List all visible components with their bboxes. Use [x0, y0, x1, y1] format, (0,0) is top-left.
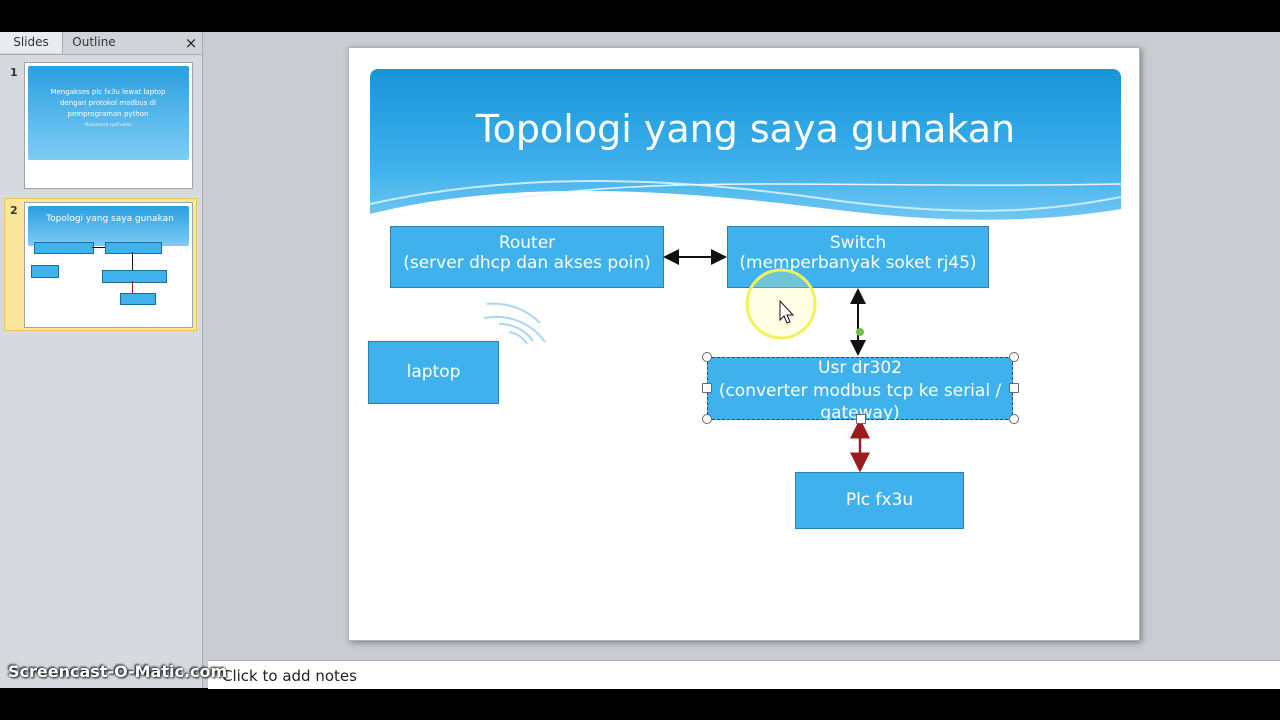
notes-pane[interactable]: Click to add notes: [208, 660, 1280, 689]
laptop-label: laptop: [406, 362, 461, 382]
mini-router-box: [34, 242, 94, 254]
thumbnail-title: Topologi yang saya gunakan: [46, 214, 174, 224]
thumbnail-header: [28, 66, 189, 160]
resize-handle[interactable]: [1009, 383, 1019, 393]
usr-dr302-box[interactable]: Usr dr302 (converter modbus tcp ke seria…: [707, 357, 1013, 423]
usr-label: Usr dr302: [818, 358, 902, 378]
router-box[interactable]: Router (server dhcp dan akses poin): [390, 226, 664, 288]
tab-outline[interactable]: Outline: [72, 35, 116, 49]
mini-switch-box: [105, 242, 162, 254]
resize-handle[interactable]: [856, 414, 866, 424]
usr-description: (converter modbus tcp ke serial /: [718, 381, 1002, 401]
thumbnail-subtitle: Muhammad syafi'uddin: [84, 122, 132, 127]
switch-label: Switch: [829, 233, 887, 253]
router-description: (server dhcp dan akses poin): [403, 253, 651, 273]
resize-handle[interactable]: [1009, 414, 1019, 424]
watermark: Screencast-O-Matic.com: [8, 662, 228, 681]
slides-pane: Slides Outline × 1 Mengakses plc fx3u le…: [0, 32, 203, 688]
slide-title[interactable]: Topologi yang saya gunakan: [475, 107, 1016, 151]
resize-handle[interactable]: [702, 352, 712, 362]
thumbnail-title: Mengakses plc fx3u lewat laptop dengan p…: [50, 88, 166, 118]
slide-thumbnail-2[interactable]: Topologi yang saya gunakan: [24, 202, 193, 328]
mini-laptop-box: [31, 265, 59, 278]
mini-arrow-red: [132, 281, 133, 293]
wifi-waves-icon: [483, 302, 546, 345]
mini-arrow: [92, 247, 105, 248]
mouse-pointer-icon: [779, 299, 795, 324]
slide-canvas[interactable]: Topologi yang saya gunakan Router (serve…: [348, 47, 1140, 641]
mini-usr-box: [102, 270, 167, 283]
switch-description: (memperbanyak soket rj45): [739, 253, 977, 273]
usr-description-2: gateway): [820, 403, 900, 423]
router-label: Router: [498, 233, 556, 253]
thumbnail-header: [28, 206, 189, 246]
thumbnail-number: 1: [10, 66, 18, 79]
resize-handle[interactable]: [1009, 352, 1019, 362]
mini-arrow: [132, 252, 133, 270]
resize-handle[interactable]: [702, 383, 712, 393]
plc-label: Plc fx3u: [845, 490, 914, 510]
resize-handle[interactable]: [702, 414, 712, 424]
close-icon[interactable]: ×: [184, 34, 198, 52]
slide-thumbnail-1[interactable]: Mengakses plc fx3u lewat laptop dengan p…: [24, 62, 193, 189]
mini-plc-box: [120, 293, 156, 305]
tab-slides[interactable]: Slides: [0, 32, 63, 53]
switch-box[interactable]: Switch (memperbanyak soket rj45): [727, 226, 989, 288]
slide-editing-area: Topologi yang saya gunakan Router (serve…: [208, 32, 1280, 658]
notes-placeholder[interactable]: Click to add notes: [222, 667, 357, 685]
plc-fx3u-box[interactable]: Plc fx3u: [795, 472, 964, 529]
pane-tabbar: Slides Outline ×: [0, 32, 202, 55]
thumbnail-number: 2: [10, 204, 18, 217]
connector-layer: [483, 249, 870, 473]
laptop-box[interactable]: laptop: [368, 341, 499, 404]
rotate-handle[interactable]: [856, 328, 864, 336]
powerpoint-editor: Slides Outline × 1 Mengakses plc fx3u le…: [0, 32, 1280, 689]
